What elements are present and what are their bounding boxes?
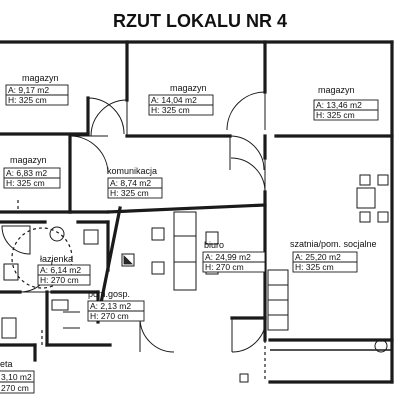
room-label-magazyn-3: magazyn A: 13,46 m2 H: 325 cm <box>313 85 379 121</box>
boiler <box>51 299 69 311</box>
hidden-lines <box>17 200 266 382</box>
chair <box>377 211 389 223</box>
marker <box>239 373 249 383</box>
toilet <box>83 229 99 245</box>
svg-text:szatnia/pom. socjalne: szatnia/pom. socjalne <box>290 239 377 249</box>
door-swing <box>87 97 125 135</box>
svg-text:A: 6,14 m2: A: 6,14 m2 <box>40 265 81 275</box>
table <box>356 187 376 209</box>
svg-text:H: 270 cm: H: 270 cm <box>205 262 244 272</box>
fixtures <box>1 174 389 383</box>
floor-drain <box>121 253 135 267</box>
svg-text:A: 24,99 m2: A: 24,99 m2 <box>205 252 251 262</box>
svg-text:pom.gosp.: pom.gosp. <box>88 289 130 299</box>
toilet <box>1 317 17 339</box>
door-swing <box>139 317 175 353</box>
svg-text:H: 325 cm: H: 325 cm <box>8 95 47 105</box>
svg-text:H: 325 cm: H: 325 cm <box>110 188 149 198</box>
door-swing <box>230 157 266 193</box>
room-label-magazyn-2: magazyn A: 14,04 m2 H: 325 cm <box>148 83 214 116</box>
chair <box>151 261 165 275</box>
door-swing <box>90 99 128 137</box>
room-label-pom-gosp: pom.gosp. A: 2,13 m2 H: 270 cm <box>87 289 145 322</box>
room-label-magazyn-1: magazyn A: 9,17 m2 H: 325 cm <box>5 73 69 106</box>
door-swing <box>69 135 109 175</box>
svg-text:H: 325 cm: H: 325 cm <box>316 110 355 120</box>
svg-text:A: 6,83 m2: A: 6,83 m2 <box>6 168 47 178</box>
svg-text:H: 325 cm: H: 325 cm <box>151 105 190 115</box>
room-label-magazyn-4: magazyn A: 6,83 m2 H: 325 cm <box>3 155 61 189</box>
svg-text:A: 8,74 m2: A: 8,74 m2 <box>110 178 151 188</box>
chair <box>377 174 389 186</box>
svg-text:H: 325 cm: H: 325 cm <box>295 262 334 272</box>
room-label-szatnia: szatnia/pom. socjalne A: 25,20 m2 H: 325… <box>290 239 377 273</box>
svg-text:biuro: biuro <box>204 240 224 250</box>
svg-text:łazienka: łazienka <box>40 254 73 264</box>
plan-title: RZUT LOKALU NR 4 <box>113 11 287 31</box>
chair <box>359 174 371 186</box>
svg-text:magazyn: magazyn <box>170 83 207 93</box>
chair <box>205 231 219 245</box>
door-swing <box>229 135 265 171</box>
svg-text:A: 2,13 m2: A: 2,13 m2 <box>90 301 131 311</box>
chair <box>359 211 371 223</box>
svg-text:H: 270 cm: H: 270 cm <box>90 311 129 321</box>
svg-text:eta: eta <box>0 359 13 369</box>
svg-text:A: 14,04 m2: A: 14,04 m2 <box>151 95 197 105</box>
door-swing <box>231 317 267 353</box>
svg-text:A: 9,17 m2: A: 9,17 m2 <box>8 85 49 95</box>
svg-text:A: 13,46 m2: A: 13,46 m2 <box>316 100 362 110</box>
svg-text:komunikacja: komunikacja <box>107 166 157 176</box>
shower-tray <box>1 225 31 255</box>
room-label-komunikacja: komunikacja A: 8,74 m2 H: 325 cm <box>107 166 163 199</box>
svg-text:H: 270 cm: H: 270 cm <box>40 275 79 285</box>
svg-text:3,10 m2: 3,10 m2 <box>1 372 32 382</box>
svg-text:magazyn: magazyn <box>10 155 47 165</box>
desk <box>173 211 197 291</box>
turning-circle <box>11 227 73 289</box>
svg-text:magazyn: magazyn <box>22 73 59 83</box>
door-swing <box>226 91 266 131</box>
svg-text:A: 25,20 m2: A: 25,20 m2 <box>295 252 341 262</box>
sink <box>374 339 388 353</box>
chair <box>151 227 165 241</box>
svg-text:magazyn: magazyn <box>318 85 355 95</box>
doors <box>19 91 267 353</box>
toilet <box>49 226 65 242</box>
svg-text:H: 325 cm: H: 325 cm <box>6 178 45 188</box>
room-label-biuro: biuro A: 24,99 m2 H: 270 cm <box>202 240 266 273</box>
sink <box>3 263 19 281</box>
svg-text:270 cm: 270 cm <box>1 383 29 393</box>
room-label-lazienka: łazienka A: 6,14 m2 H: 270 cm <box>37 254 91 286</box>
room-label-wc: eta 3,10 m2 270 cm <box>0 359 35 394</box>
